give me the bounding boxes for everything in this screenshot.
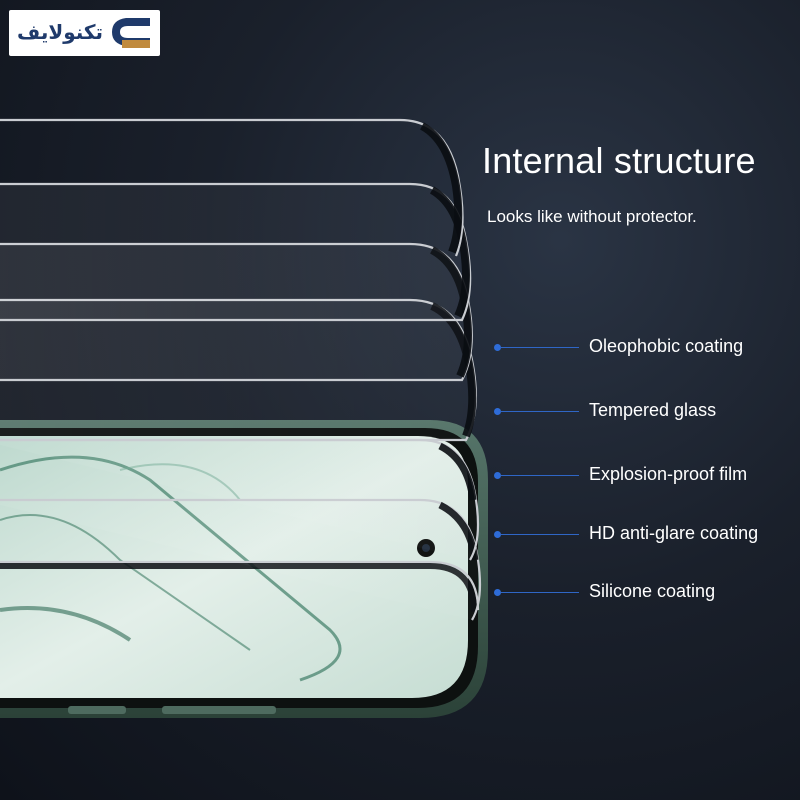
callout-dot-icon [494,408,501,415]
callout-line [500,411,579,412]
callout-tempered-glass: Tempered glass [494,399,794,423]
callout-label: Tempered glass [589,400,717,420]
callout-line [500,475,579,476]
protector-layers [0,118,482,621]
callout-label: HD anti-glare coating [589,523,759,543]
page-subtitle: Looks like without protector. [487,207,697,226]
callout-hd-anti-glare: HD anti-glare coating [494,522,794,546]
brand-logo-text: تکنولایف [17,20,104,44]
callout-label: Silicone coating [589,581,716,601]
callout-line [500,534,579,535]
volume-button [68,706,126,714]
callout-silicone: Silicone coating [494,580,794,604]
callout-dot-icon [494,589,501,596]
callout-line [500,347,579,348]
callout-dot-icon [494,472,501,479]
callout-label: Oleophobic coating [589,336,744,356]
callout-dot-icon [494,344,501,351]
callout-oleophobic: Oleophobic coating [494,335,794,359]
callout-explosion-proof: Explosion-proof film [494,463,794,487]
brand-mark-icon [112,18,150,48]
callout-line [500,592,579,593]
callout-dot-icon [494,531,501,538]
page-title: Internal structure [482,140,756,181]
brand-logo: تکنولایف [9,10,160,56]
power-button [162,706,276,714]
callout-label: Explosion-proof film [589,464,748,484]
